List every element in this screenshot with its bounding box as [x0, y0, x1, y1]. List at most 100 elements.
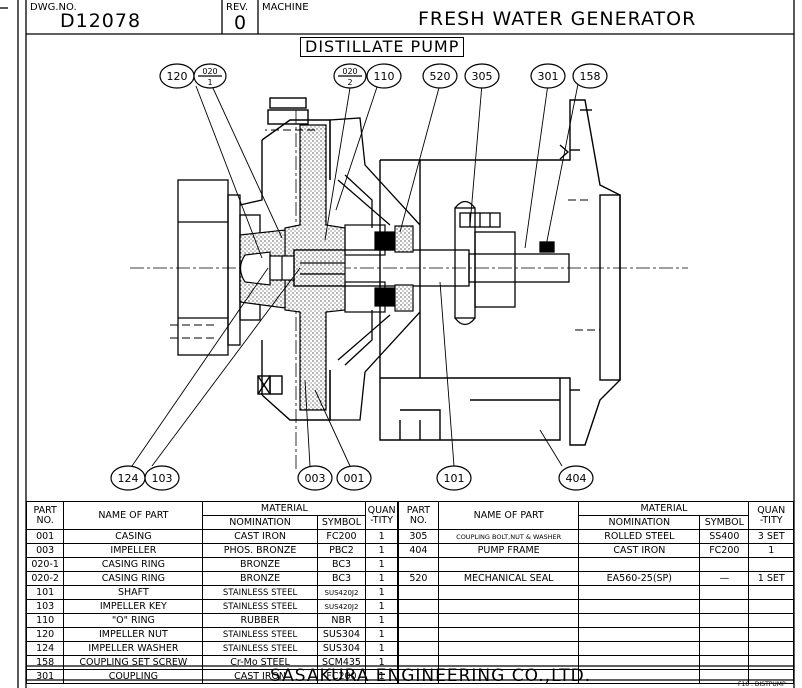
hdr-nomination-r: NOMINATION [578, 515, 701, 530]
callout-110 [366, 63, 402, 89]
part-name-cell: CASING RING [63, 571, 204, 586]
callout-158-label: 158 [580, 70, 601, 83]
callout-103 [144, 465, 180, 491]
nomination-cell [578, 613, 701, 628]
quantity-cell: 1 [748, 543, 794, 558]
symbol-cell: SUS304 [316, 641, 367, 656]
symbol-cell: SUS420J2 [316, 599, 367, 614]
quantity-cell [748, 669, 794, 684]
callout-120-label: 120 [167, 70, 188, 83]
drawing-subtitle: DISTILLATE PUMP [300, 37, 465, 57]
coupling [454, 200, 555, 326]
callout-001 [336, 465, 372, 491]
part-no-cell: 110 [25, 613, 65, 628]
quantity-cell [748, 599, 794, 614]
callout-103-label: 103 [152, 472, 173, 485]
leader-lines [131, 83, 579, 467]
hdr-qty: QUAN-TITY [365, 501, 398, 530]
quantity-cell: 3 SET [748, 529, 794, 544]
part-name-cell [437, 641, 580, 656]
dwg-no: D12078 [60, 10, 142, 32]
impeller-nut [239, 251, 295, 286]
part-no-cell: 124 [25, 641, 65, 656]
callout-404-label: 404 [566, 472, 587, 485]
part-name-cell: COUPLING BOLT,NUT & WASHER [437, 529, 580, 544]
nomination-cell: EA560-25(SP) [578, 571, 701, 586]
callout-003-label: 003 [305, 472, 326, 485]
file-ref: F16 : DISTPUMP [738, 681, 786, 688]
hdr-qty-r: QUAN-TITY [748, 501, 794, 530]
part-no-cell: 103 [25, 599, 65, 614]
quantity-cell: 1 [365, 669, 398, 684]
symbol-cell [699, 557, 750, 572]
nomination-cell: CAST IRON [578, 543, 701, 558]
callout-520 [422, 63, 458, 89]
callout-404 [558, 465, 594, 491]
callout-020-2-bot: 2 [347, 78, 352, 87]
nomination-cell [578, 599, 701, 614]
symbol-cell: BC3 [316, 557, 367, 572]
nomination-cell: BRONZE [202, 557, 318, 572]
nomination-cell: PHOS. BRONZE [202, 543, 318, 558]
part-no-cell: 520 [398, 571, 439, 586]
part-no-cell [398, 557, 439, 572]
hidden-lines [170, 129, 600, 339]
table-row [398, 557, 794, 572]
nomination-cell: BRONZE [202, 571, 318, 586]
part-name-cell: "O" RING [63, 613, 204, 628]
hdr-symbol: SYMBOL [316, 515, 367, 530]
part-no-cell: 101 [25, 585, 65, 600]
nomination-cell: ROLLED STEEL [578, 529, 701, 544]
mechanical-seal [344, 224, 414, 313]
part-no-cell: 120 [25, 627, 65, 642]
part-name-cell: IMPELLER KEY [63, 599, 204, 614]
nomination-cell: STAINLESS STEEL [202, 627, 318, 642]
part-no-cell: 301 [25, 669, 65, 684]
symbol-cell [699, 599, 750, 614]
quantity-cell: 1 SET [748, 571, 794, 586]
quantity-cell: 1 [365, 529, 398, 544]
rev-value: 0 [234, 12, 247, 34]
quantity-cell [748, 585, 794, 600]
part-no-cell: 305 [398, 529, 439, 544]
symbol-cell [699, 655, 750, 670]
table-row [398, 627, 794, 642]
machine-label: MACHINE [262, 2, 309, 13]
part-name-cell [437, 599, 580, 614]
nomination-cell [578, 655, 701, 670]
callout-301 [530, 63, 566, 89]
callout-020-2-top: 020 [342, 67, 357, 76]
callouts [110, 63, 608, 491]
quantity-cell [748, 557, 794, 572]
quantity-cell: 1 [365, 627, 398, 642]
frame-bracket [329, 117, 421, 421]
nomination-cell [578, 585, 701, 600]
callout-020-1-bot: 1 [207, 78, 212, 87]
part-name-cell [437, 585, 580, 600]
hdr-nomination: NOMINATION [202, 515, 318, 530]
part-no-cell: 158 [25, 655, 65, 670]
symbol-cell: SUS304 [316, 627, 367, 642]
quantity-cell [748, 627, 794, 642]
callout-020-1-top: 020 [202, 67, 217, 76]
hdr-name-r: NAME OF PART [437, 501, 580, 530]
hdr-symbol-r: SYMBOL [699, 515, 750, 530]
symbol-cell: BC3 [316, 571, 367, 586]
symbol-cell: SS400 [699, 529, 750, 544]
callout-301-label: 301 [538, 70, 559, 83]
symbol-cell: NBR [316, 613, 367, 628]
symbol-cell [699, 627, 750, 642]
part-name-cell [437, 627, 580, 642]
company-name: SASAKURA ENGINEERING CO.,LTD. [270, 666, 592, 686]
symbol-cell: FC200 [316, 529, 367, 544]
symbol-cell: FC200 [316, 669, 367, 684]
callout-101-label: 101 [444, 472, 465, 485]
